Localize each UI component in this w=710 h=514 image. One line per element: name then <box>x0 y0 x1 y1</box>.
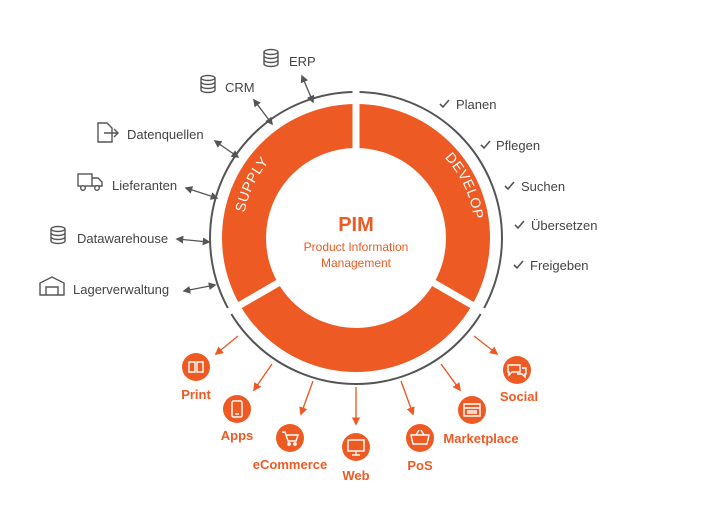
source-label-datawarehouse: Datawarehouse <box>77 231 168 246</box>
channel-ecommerce: eCommerce <box>253 424 327 472</box>
source-label-lieferanten: Lieferanten <box>112 178 177 193</box>
channel-label-ecommerce: eCommerce <box>253 457 327 472</box>
mobile-icon <box>231 400 243 418</box>
develop-step-label: Planen <box>456 97 496 112</box>
develop-step-label: Pflegen <box>496 138 540 153</box>
cart-icon <box>282 431 299 446</box>
check-icon <box>514 220 525 230</box>
segment-label-publish-text: PUBLISH <box>327 405 390 425</box>
check-icon <box>439 99 450 109</box>
channel-arrows <box>214 335 499 426</box>
warehouse-icon <box>39 276 65 296</box>
truck-icon <box>77 173 103 191</box>
database-icon <box>200 74 216 94</box>
center-subtitle-1: Product Information <box>304 240 409 254</box>
center-disc <box>267 149 445 327</box>
channel-label-marketplace: Marketplace <box>443 431 518 446</box>
book-icon <box>188 361 204 373</box>
store-icon <box>463 403 481 417</box>
source-label-crm: CRM <box>225 80 255 95</box>
channel-label-web: Web <box>342 468 369 483</box>
source-lagerverwaltung: Lagerverwaltung <box>39 276 217 297</box>
channel-label-print: Print <box>181 387 211 402</box>
develop-step-label: Freigeben <box>530 258 589 273</box>
monitor-icon <box>347 439 365 456</box>
source-lieferanten: Lieferanten <box>77 173 219 200</box>
channel-social: Social <box>500 356 538 404</box>
source-label-lagerverwaltung: Lagerverwaltung <box>73 282 169 297</box>
channel-label-pos: PoS <box>407 458 433 473</box>
develop-step-suchen: Suchen <box>504 179 565 194</box>
check-icon <box>504 181 515 191</box>
center-subtitle-2: Management <box>321 256 392 270</box>
source-label-erp: ERP <box>289 54 316 69</box>
source-crm: CRM <box>200 74 273 126</box>
source-erp: ERP <box>263 48 316 104</box>
channel-label-apps: Apps <box>221 428 254 443</box>
source-datenquellen: Datenquellen <box>97 122 240 158</box>
channel-web: Web <box>342 433 370 483</box>
channel-pos: PoS <box>406 424 434 473</box>
develop-step-pflegen: Pflegen <box>480 138 540 153</box>
develop-step-uebersetzen: Übersetzen <box>514 218 597 233</box>
channel-print: Print <box>181 353 211 402</box>
check-icon <box>480 140 491 150</box>
source-label-datenquellen: Datenquellen <box>127 127 204 142</box>
source-datawarehouse: Datawarehouse <box>50 225 211 246</box>
segment-label-publish: PUBLISH <box>327 405 391 425</box>
develop-step-label: Übersetzen <box>531 218 597 233</box>
channel-marketplace: Marketplace <box>443 396 519 446</box>
develop-step-freigeben: Freigeben <box>513 258 589 273</box>
file-export-icon <box>97 122 119 143</box>
database-icon <box>263 48 279 68</box>
develop-step-label: Suchen <box>521 179 565 194</box>
chat-icon <box>507 364 527 379</box>
channel-label-social: Social <box>500 389 538 404</box>
database-icon <box>50 225 66 245</box>
channel-apps: Apps <box>221 395 254 443</box>
check-icon <box>513 260 524 270</box>
basket-icon <box>410 429 430 445</box>
center-title: PIM <box>338 214 374 236</box>
develop-step-planen: Planen <box>439 97 496 112</box>
